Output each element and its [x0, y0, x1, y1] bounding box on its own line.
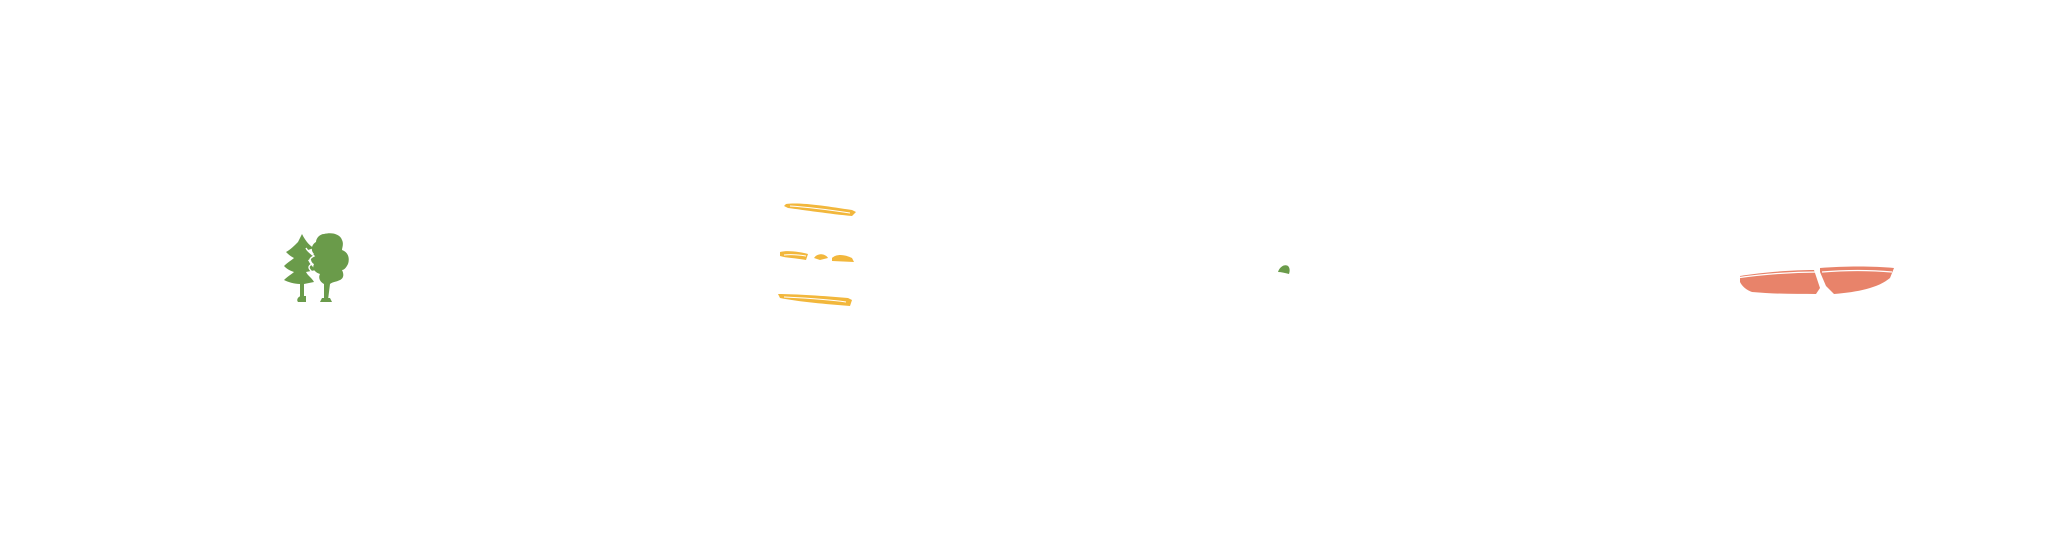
brush-stroke-icon — [1735, 266, 1894, 294]
trees-icon — [284, 233, 349, 302]
brush-lines-icon — [778, 203, 856, 306]
leaf-icon — [1278, 265, 1290, 274]
